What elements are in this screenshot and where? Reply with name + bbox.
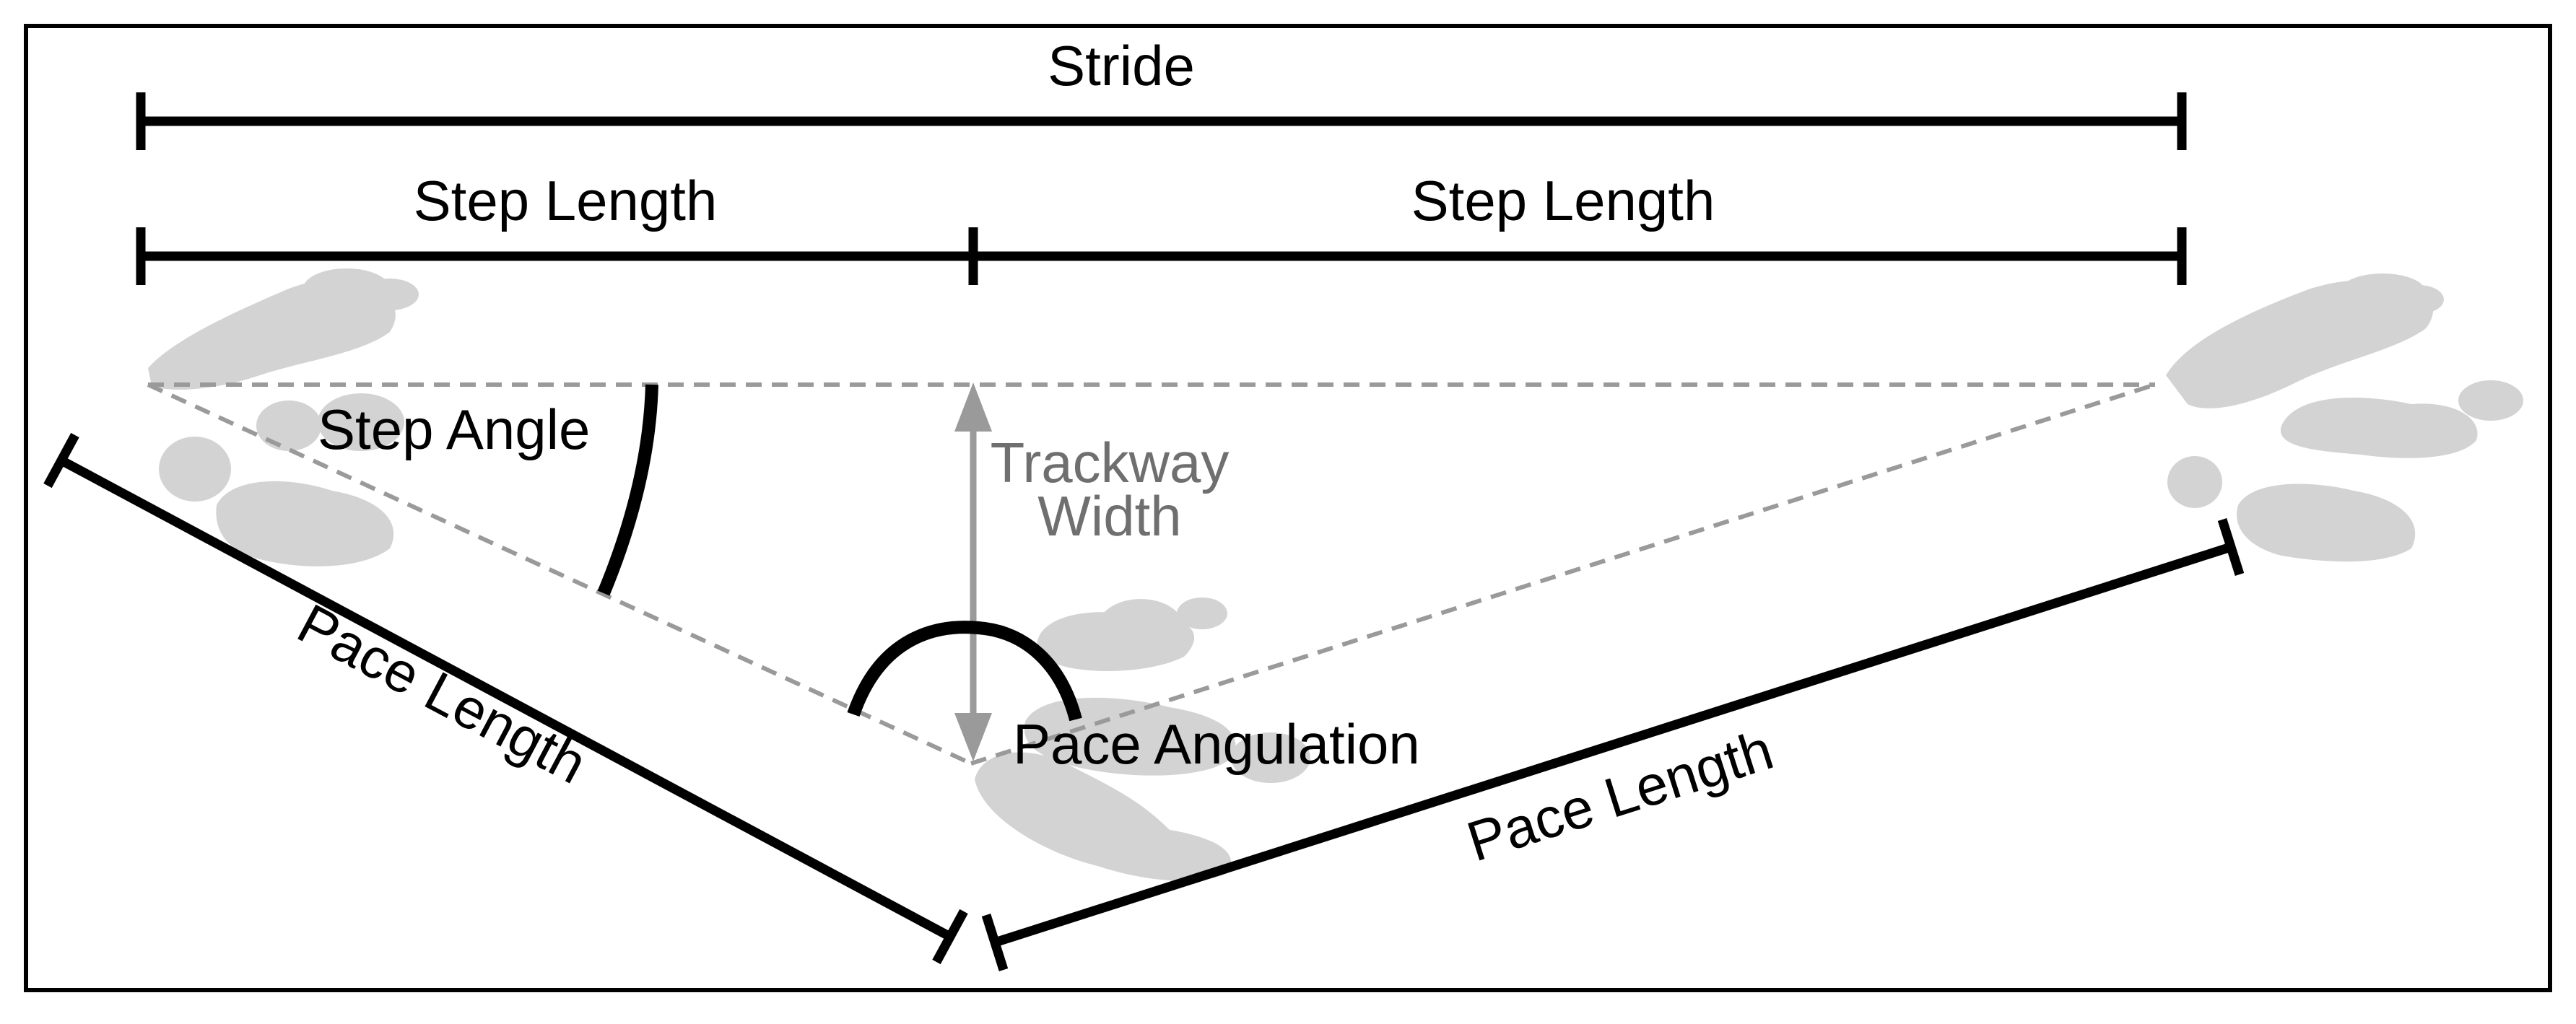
step-length-left-label: Step Length <box>414 169 718 232</box>
footprint-pad-1 <box>2280 398 2478 458</box>
footprint-pad-4 <box>256 401 321 451</box>
footprint-pad-2 <box>216 481 394 566</box>
footprint-center <box>975 598 1310 881</box>
trackway-width-label-line2: Width <box>1037 484 1181 548</box>
pace-right-cap-start <box>981 914 1009 971</box>
trackway-width-label-line1: Trackway <box>991 431 1230 494</box>
pace-right-cap-end <box>2217 518 2245 576</box>
left-pace-guide <box>147 382 972 766</box>
step-angle-label: Step Angle <box>318 398 590 461</box>
footprint-pad-2 <box>2458 380 2523 421</box>
pace-right-line <box>993 542 2232 948</box>
footprint-pad-3 <box>318 393 404 451</box>
pace-length-left-bar <box>43 432 968 965</box>
footprint-pad-1 <box>159 437 231 502</box>
stride-bar <box>136 92 2187 150</box>
trackway-width-arrow <box>954 382 992 761</box>
pace-left-cap-end <box>932 909 968 965</box>
footprint-toe-1 <box>975 752 1232 881</box>
footprint-pad-3 <box>1177 598 1227 629</box>
footprint-pad-4 <box>2237 483 2416 562</box>
footprint-pad-3 <box>2167 456 2222 508</box>
footprint-left <box>148 268 419 566</box>
step-length-bar <box>136 227 2187 285</box>
footprint-toe-1 <box>2166 280 2433 408</box>
pace-angulation-label: Pace Angulation <box>1013 712 1420 776</box>
pace-left-line <box>58 456 953 941</box>
footprint-pad-2 <box>1097 599 1184 657</box>
diagram-frame <box>24 24 2552 992</box>
width-arrow-head-top <box>954 382 992 432</box>
pace-angulation-arc <box>847 621 1082 722</box>
step-length-right-label: Step Length <box>1411 169 1715 232</box>
guide-lines <box>147 382 2156 766</box>
pace-length-right-bar <box>981 518 2245 971</box>
footprint-toe-3 <box>1231 732 1310 783</box>
footprint-right <box>2166 273 2523 562</box>
width-arrow-head-bottom <box>954 713 992 761</box>
footprint-toe-3 <box>361 279 419 310</box>
footprint-toe-3 <box>2393 285 2444 314</box>
stride-label: Stride <box>1048 34 1195 97</box>
pace-left-cap-start <box>43 432 79 489</box>
step-angle-arc <box>597 384 658 596</box>
